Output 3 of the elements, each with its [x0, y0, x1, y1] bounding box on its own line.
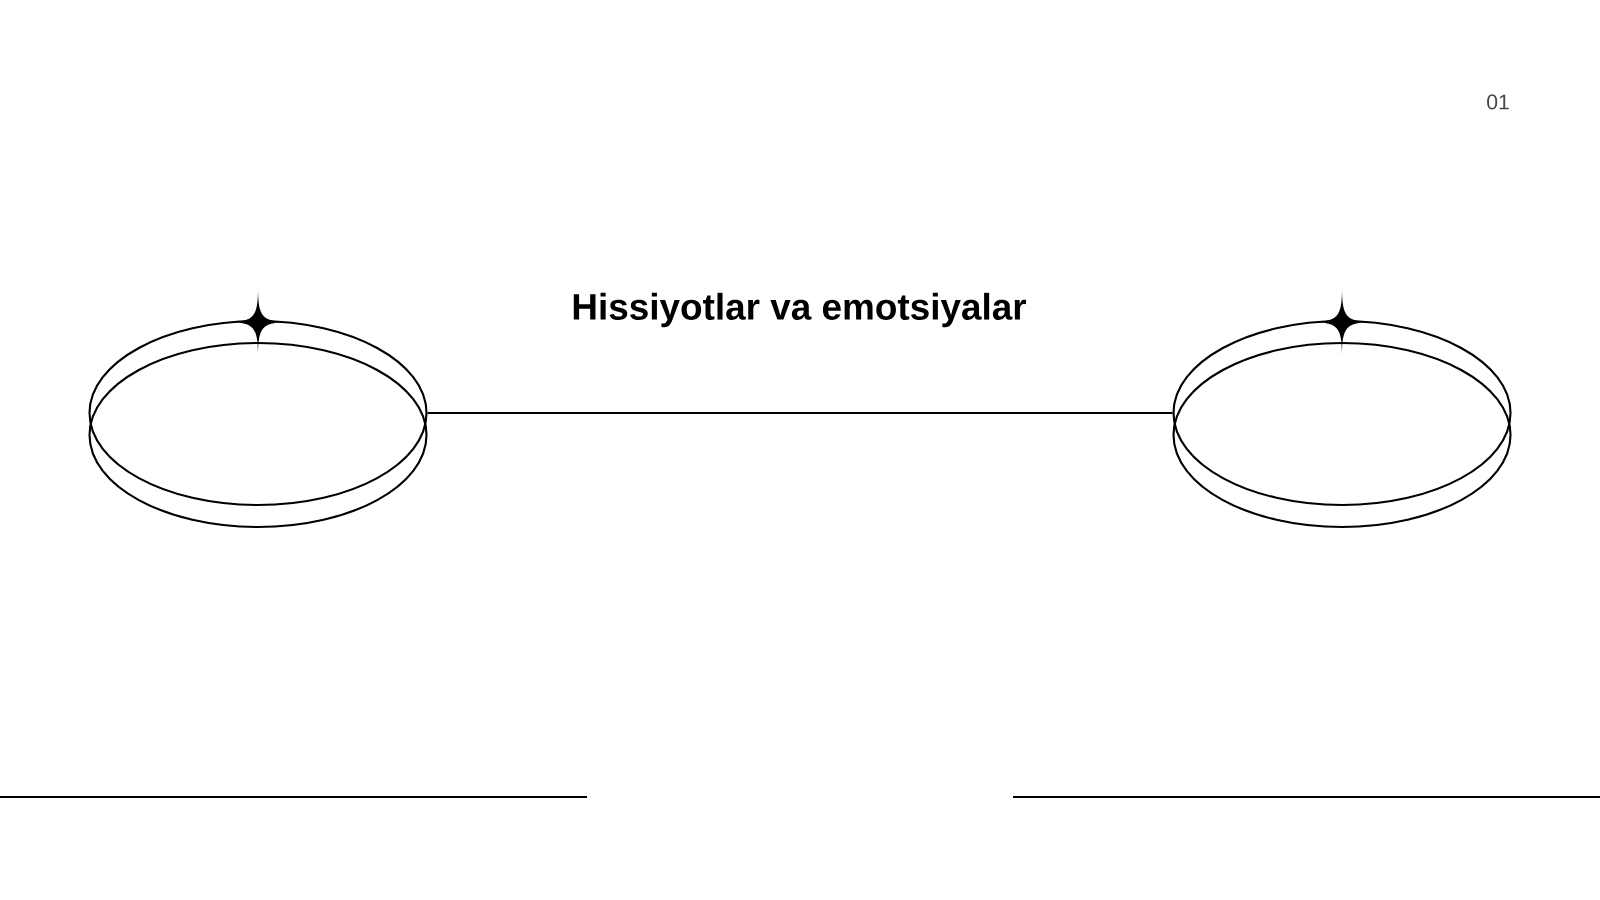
page-number: 01 — [1487, 94, 1509, 110]
connector-line — [427, 411, 1173, 415]
title: Hissiyotlar va emotsiyalar — [573, 292, 1027, 328]
